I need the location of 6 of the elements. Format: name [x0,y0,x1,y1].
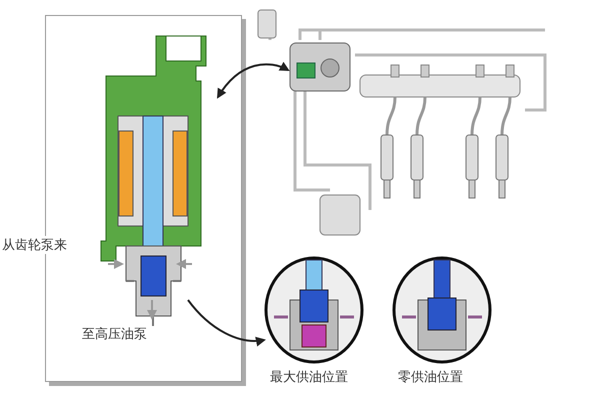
part-label: 至高压油泵 [82,325,147,343]
position-label: 零供油位置 [398,369,463,386]
position-label: 最大供油位置 [270,369,348,386]
curved-arrow [187,299,266,346]
part-label: 从齿轮泵来 [2,236,67,254]
curved-arrow [216,62,290,99]
